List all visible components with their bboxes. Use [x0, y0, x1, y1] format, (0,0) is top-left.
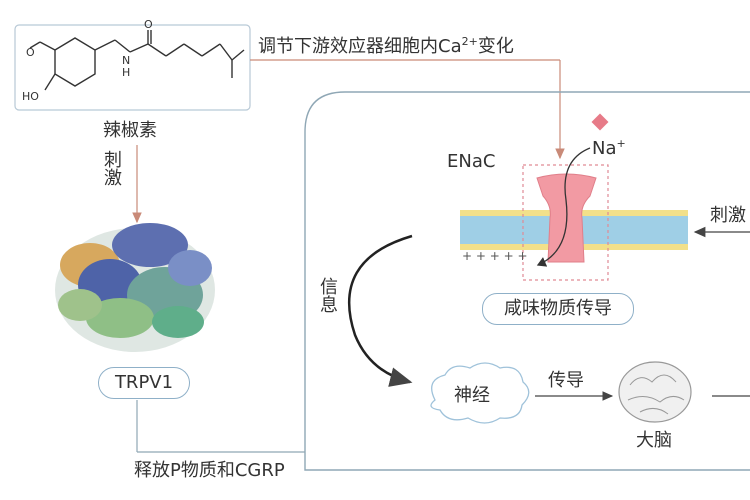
trpv1-label: TRPV1: [98, 367, 190, 399]
capsaicin-label: 辣椒素: [103, 120, 157, 141]
regulate-suffix: 变化: [477, 36, 514, 57]
brain-label: 大脑: [636, 430, 672, 451]
hydrogen-label: H: [122, 66, 130, 79]
nitrogen-label: N: [122, 54, 130, 67]
cell-outline: [304, 91, 750, 471]
trpv1-protein-image: [55, 223, 215, 352]
hydroxyl-label: HO: [22, 90, 39, 103]
nerve-cloud: [430, 362, 530, 424]
nerve-label: 神经: [454, 385, 490, 406]
regulate-label: 调节下游效应器细胞内Ca2+变化: [258, 36, 514, 56]
na-text: Na: [592, 138, 617, 159]
conduct-label: 传导: [548, 370, 584, 391]
information-label: 信息: [317, 277, 338, 313]
na-sup: +: [616, 137, 626, 150]
stimulate-vertical-label: 刺激: [101, 150, 122, 186]
trpv1-text: TRPV1: [114, 372, 174, 393]
stimulate-right-label: 刺激: [710, 205, 746, 226]
oxygen-atom-label: O: [26, 46, 35, 59]
regulate-prefix: 调节下游效应器细胞内Ca: [258, 36, 462, 57]
information-curved-arrow: [347, 234, 413, 387]
release-label: 释放P物质和CGRP: [134, 460, 285, 481]
plus-signs: + + + + +: [462, 249, 528, 263]
regulate-sup: 2+: [461, 35, 478, 48]
enac-dashed-box: [522, 164, 609, 281]
na-ion-diamond: [591, 113, 609, 131]
salty-conduction-text: 咸味物质传导: [504, 298, 612, 319]
enac-label: ENaC: [447, 151, 496, 172]
oxygen-carbonyl-label: O: [144, 18, 153, 31]
na-flow-arrow: [536, 147, 591, 267]
brain-image: [618, 361, 692, 423]
na-label: Na+: [592, 138, 626, 158]
capsaicin-structure: O HO O N H: [14, 18, 251, 111]
salty-conduction-label: 咸味物质传导: [482, 293, 634, 325]
